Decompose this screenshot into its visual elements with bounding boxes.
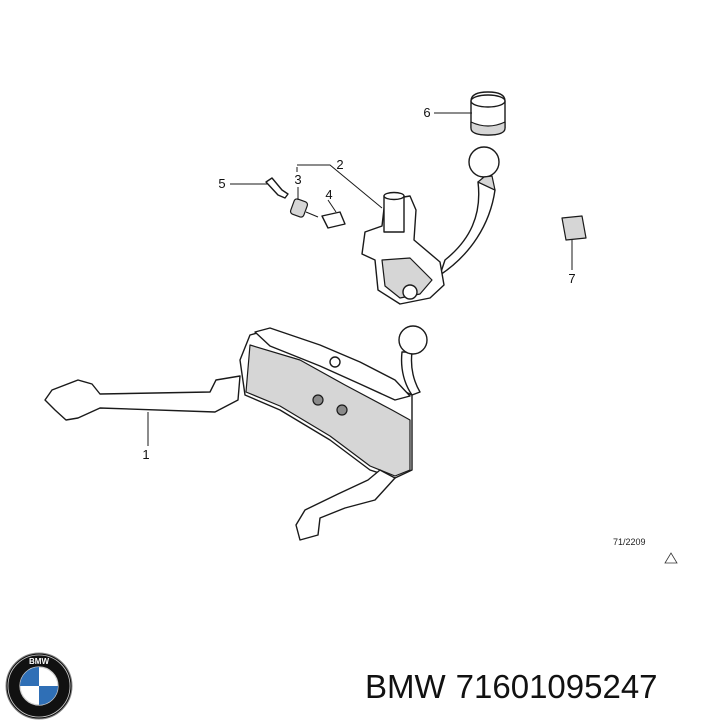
brand-name: BMW: [365, 668, 446, 705]
part-3-bushing: [289, 198, 319, 218]
callout-6: 6: [423, 105, 430, 120]
callout-2: 2: [336, 157, 343, 172]
part-number: 71601095247: [455, 668, 658, 705]
callout-7: 7: [568, 271, 575, 286]
leader-lines: [147, 112, 573, 446]
callout-4: 4: [325, 187, 332, 202]
part-2-ball-hitch: [361, 146, 500, 305]
diagram-ref-code: 71/2209: [613, 537, 646, 547]
warning-triangle-icon: [664, 552, 678, 564]
bmw-logo-text: BMW: [29, 657, 49, 666]
callout-3: 3: [294, 172, 301, 187]
part-4-key: [321, 211, 346, 229]
bmw-logo: BMW: [5, 652, 73, 720]
part-7-plate: [561, 215, 587, 241]
part-1-tow-bar: [44, 325, 428, 541]
part-6-cap: [470, 91, 506, 136]
part-5-pin: [265, 177, 289, 199]
callout-5: 5: [218, 176, 225, 191]
callout-1: 1: [142, 447, 149, 462]
